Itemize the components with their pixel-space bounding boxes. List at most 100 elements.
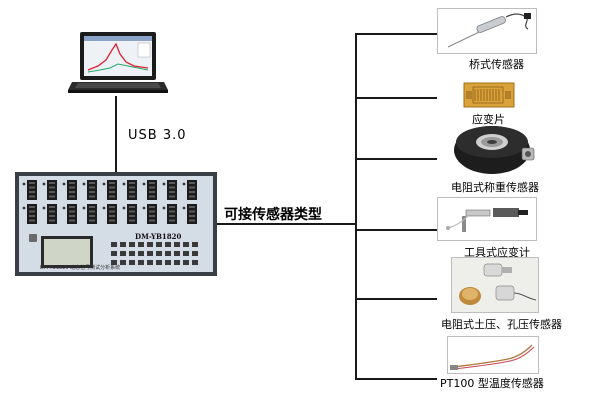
keypad-key bbox=[147, 242, 153, 247]
terminal-pin bbox=[49, 219, 55, 222]
terminal-pin bbox=[129, 215, 135, 217]
terminal-pin bbox=[49, 215, 55, 217]
panel-dot bbox=[182, 206, 186, 210]
terminal-pin bbox=[109, 206, 115, 208]
terminal-pin bbox=[49, 195, 55, 198]
terminal-pin bbox=[29, 191, 35, 193]
terminal-pin bbox=[69, 186, 75, 189]
keypad-key bbox=[120, 242, 126, 247]
terminal-block bbox=[87, 204, 97, 224]
terminal-pin bbox=[169, 210, 175, 213]
terminal-pin bbox=[89, 215, 95, 217]
keypad-key bbox=[174, 242, 180, 247]
panel-dot bbox=[42, 206, 46, 210]
terminal-pin bbox=[69, 206, 75, 208]
hub-label: 可接传感器类型 bbox=[224, 207, 322, 223]
terminal-block bbox=[167, 180, 177, 200]
sensor-bus-line bbox=[355, 33, 357, 380]
terminal-pin bbox=[29, 195, 35, 198]
terminal-pin bbox=[89, 219, 95, 222]
branch-line bbox=[355, 97, 437, 99]
terminal-pin bbox=[29, 182, 35, 184]
keypad-key bbox=[111, 260, 117, 265]
terminal-block bbox=[107, 180, 117, 200]
keypad-key bbox=[156, 242, 162, 247]
terminal-pin bbox=[109, 215, 115, 217]
terminal-pin bbox=[169, 191, 175, 193]
keypad-key bbox=[174, 251, 180, 256]
terminal-block bbox=[147, 204, 157, 224]
terminal-pin bbox=[169, 182, 175, 184]
terminal-pin bbox=[49, 182, 55, 184]
panel-dot bbox=[142, 206, 146, 210]
keypad-key bbox=[183, 251, 189, 256]
terminal-pin bbox=[89, 191, 95, 193]
keypad-key bbox=[183, 242, 189, 247]
sensor-label: 应变片 bbox=[472, 113, 505, 126]
keypad-key bbox=[138, 260, 144, 265]
terminal-block bbox=[87, 180, 97, 200]
keypad-key bbox=[111, 251, 117, 256]
terminal-pin bbox=[109, 186, 115, 189]
panel-dot bbox=[22, 206, 26, 210]
terminal-pin bbox=[129, 206, 135, 208]
sensor-label: 电阻式土压、孔压传感器 bbox=[441, 318, 562, 331]
terminal-pin bbox=[189, 182, 195, 184]
terminal-pin bbox=[69, 195, 75, 198]
branch-line bbox=[355, 158, 437, 160]
temperature-probe-icon bbox=[447, 336, 539, 374]
terminal-pin bbox=[49, 191, 55, 193]
usb-cable-line bbox=[115, 96, 117, 174]
keypad-key bbox=[165, 260, 171, 265]
terminal-pin bbox=[69, 191, 75, 193]
terminal-pin bbox=[129, 195, 135, 198]
terminal-pin bbox=[29, 215, 35, 217]
terminal-pin bbox=[189, 195, 195, 198]
terminal-pin bbox=[109, 191, 115, 193]
panel-dot bbox=[22, 182, 26, 186]
keypad-key bbox=[120, 260, 126, 265]
terminal-pin bbox=[129, 210, 135, 213]
branch-line bbox=[355, 229, 437, 231]
keypad-key bbox=[156, 260, 162, 265]
panel-dot bbox=[82, 182, 86, 186]
terminal-pin bbox=[89, 195, 95, 198]
terminal-pin bbox=[49, 186, 55, 189]
sensor-label: 桥式传感器 bbox=[469, 58, 524, 71]
keypad-key bbox=[183, 260, 189, 265]
terminal-block bbox=[27, 180, 37, 200]
terminal-pin bbox=[149, 186, 155, 189]
terminal-pin bbox=[69, 219, 75, 222]
terminal-block bbox=[187, 204, 197, 224]
terminal-pin bbox=[89, 206, 95, 208]
terminal-pin bbox=[149, 182, 155, 184]
keypad-key bbox=[192, 251, 198, 256]
keypad-key bbox=[129, 251, 135, 256]
bridge-sensor-icon bbox=[437, 8, 537, 54]
panel-dot bbox=[162, 182, 166, 186]
terminal-pin bbox=[129, 182, 135, 184]
panel-dot bbox=[142, 182, 146, 186]
terminal-pin bbox=[169, 219, 175, 222]
terminal-pin bbox=[149, 206, 155, 208]
terminal-pin bbox=[49, 210, 55, 213]
branch-line bbox=[355, 298, 437, 300]
pressure-sensor-icon bbox=[451, 257, 539, 313]
strain-gauge-icon bbox=[463, 82, 515, 108]
terminal-block bbox=[167, 204, 177, 224]
terminal-pin bbox=[49, 206, 55, 208]
terminal-pin bbox=[109, 219, 115, 222]
terminal-pin bbox=[89, 182, 95, 184]
terminal-block bbox=[127, 180, 137, 200]
terminal-block bbox=[67, 204, 77, 224]
sensor-hub-line bbox=[217, 223, 357, 225]
terminal-pin bbox=[189, 191, 195, 193]
terminal-block bbox=[127, 204, 137, 224]
sensor-label: 工具式应变计 bbox=[464, 246, 530, 259]
terminal-pin bbox=[29, 206, 35, 208]
panel-dot bbox=[122, 206, 126, 210]
terminal-block bbox=[187, 180, 197, 200]
terminal-pin bbox=[69, 210, 75, 213]
keypad-key bbox=[147, 251, 153, 256]
terminal-pin bbox=[109, 182, 115, 184]
